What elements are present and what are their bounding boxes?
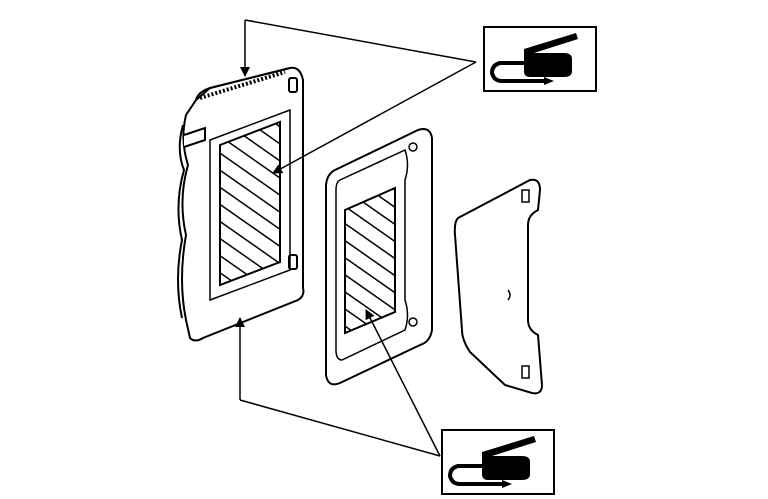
outer-shim bbox=[453, 178, 544, 395]
grease-application-icon bbox=[441, 429, 555, 495]
leader-lines bbox=[235, 19, 477, 457]
grease-area-pad bbox=[219, 120, 281, 287]
grease-area-shim bbox=[344, 186, 396, 335]
grease-application-icon bbox=[483, 26, 597, 92]
